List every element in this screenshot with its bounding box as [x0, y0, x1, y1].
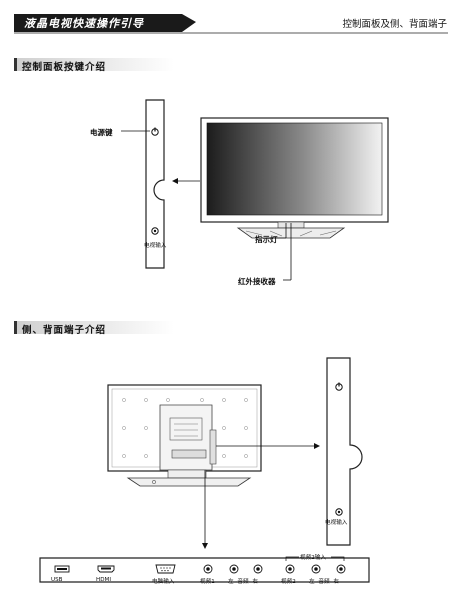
pc-input-label: 电脑输入: [152, 579, 175, 585]
section1-heading-bar: [14, 58, 174, 71]
usb-label: USB: [51, 577, 63, 583]
side-panel: [145, 99, 165, 269]
audio1-label: 左 -音频- 右: [228, 579, 258, 585]
tv-input-label-side: 电视输入: [325, 520, 348, 526]
side-panel-right: [326, 357, 363, 546]
power-icon: [151, 127, 159, 136]
control-panel-diagram: [121, 99, 389, 281]
hdmi-port-icon: [97, 565, 115, 573]
control-panel-heading: 控制面板按键介绍: [22, 62, 107, 73]
usb-port-icon: [54, 565, 70, 573]
side-back-terminals-heading: 侧、背面端子介绍: [22, 325, 107, 336]
indicator-label: 指示灯: [255, 235, 278, 244]
tv-back: [107, 384, 262, 487]
manual-title: 液晶电视快速操作引导: [24, 17, 144, 30]
tv-front: [200, 117, 389, 239]
video1-label: 视频1: [200, 579, 215, 585]
tv-input-label-front: 电视输入: [144, 243, 167, 249]
power-key-label: 电源键: [90, 128, 113, 137]
tv-input-button-icon-side: [335, 508, 343, 516]
section2-heading-bar: [14, 321, 174, 334]
rca-jacks-group2: [285, 564, 346, 574]
video2-group-label: 视频2输入: [300, 555, 326, 561]
header-bar: [14, 14, 448, 34]
ir-receiver-label: 红外接收器: [238, 277, 276, 286]
hdmi-label: HDMI: [96, 577, 111, 583]
power-icon-side: [335, 382, 343, 391]
audio2-label: 左 -音频- 右: [309, 579, 339, 585]
vga-port-icon: [155, 564, 176, 574]
video2-label: 视频2: [281, 579, 296, 585]
tv-input-button-icon: [151, 227, 159, 235]
rca-jacks-group1: [203, 564, 263, 574]
section-title: 控制面板及侧、背面端子: [342, 19, 447, 30]
